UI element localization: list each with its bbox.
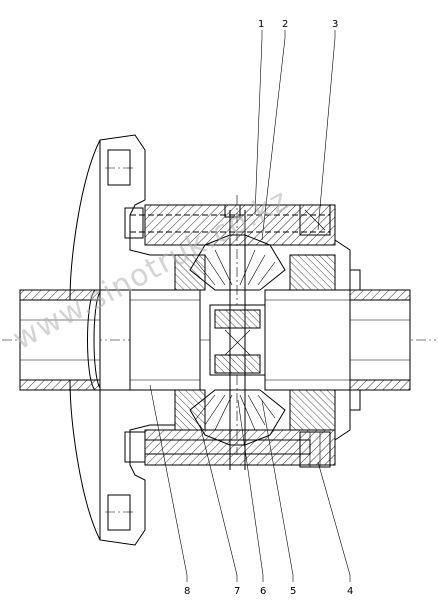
right-shaft (349, 289, 411, 391)
callout-4: 4 (347, 586, 353, 597)
left-shaft (19, 289, 101, 391)
callout-3: 3 (332, 19, 338, 30)
callout-labels: 1 2 3 4 5 6 7 8 (184, 19, 353, 597)
differential-case (129, 204, 361, 466)
bottom-bolt (124, 431, 331, 468)
callout-7: 7 (234, 586, 240, 597)
callout-2: 2 (282, 19, 288, 30)
leader-lines (149, 30, 351, 582)
spider-gears (189, 210, 286, 470)
callout-8: 8 (184, 586, 190, 597)
callout-6: 6 (260, 586, 266, 597)
top-bolts (124, 204, 331, 239)
callout-1: 1 (258, 19, 264, 30)
callout-5: 5 (290, 586, 296, 597)
